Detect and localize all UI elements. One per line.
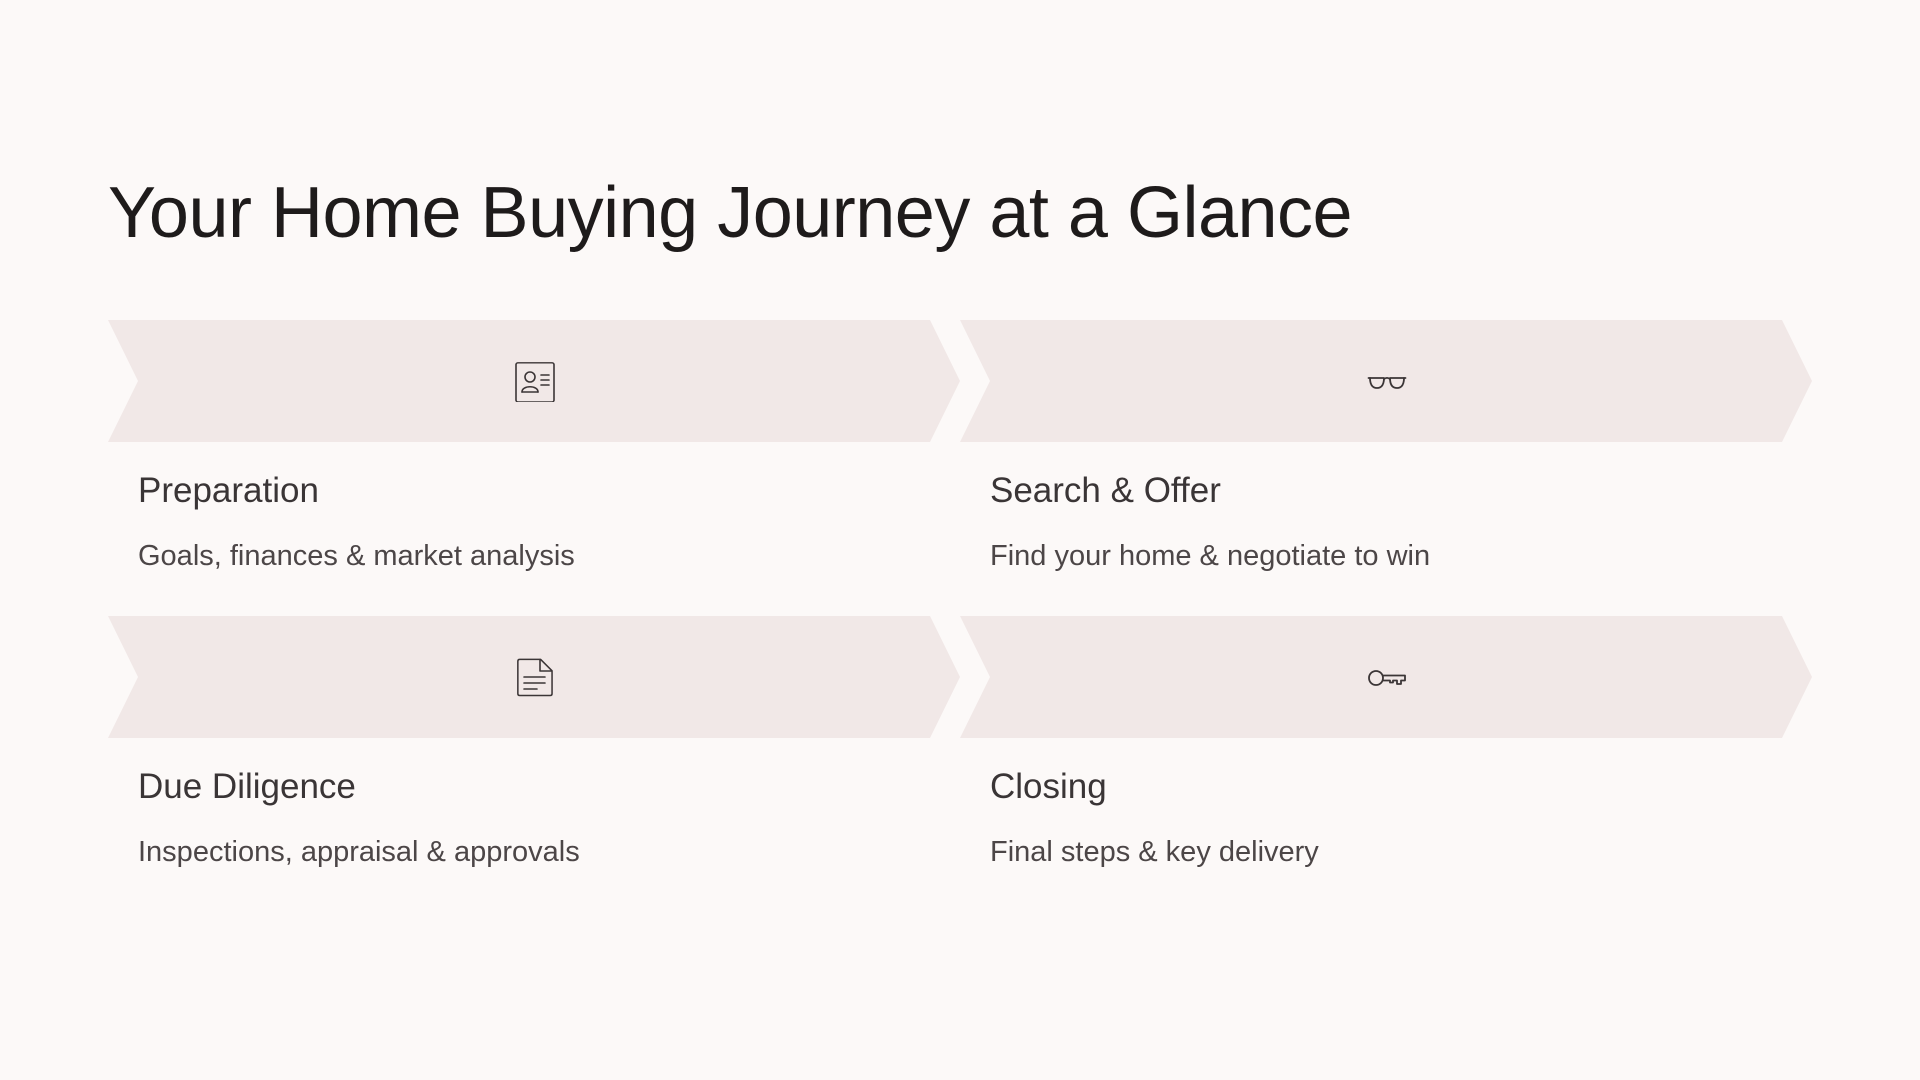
step-title: Search & Offer [990,471,1221,510]
document-icon [515,658,555,698]
chevron-banner [960,320,1812,442]
page-title: Your Home Buying Journey at a Glance [108,173,1353,253]
chevron-banner [960,616,1812,738]
step-title: Preparation [138,471,319,510]
key-icon [1367,658,1407,698]
step-description: Inspections, appraisal & approvals [138,836,580,868]
step-title: Due Diligence [138,767,356,806]
step-description: Final steps & key delivery [990,836,1319,868]
step-title: Closing [990,767,1107,806]
step-search-offer: Search & Offer Find your home & negotiat… [960,320,1812,580]
glasses-icon [1367,362,1407,402]
step-closing: Closing Final steps & key delivery [960,616,1812,876]
step-due-diligence: Due Diligence Inspections, appraisal & a… [108,616,960,876]
contact-card-icon [515,362,555,402]
step-preparation: Preparation Goals, finances & market ana… [108,320,960,580]
step-description: Goals, finances & market analysis [138,540,575,572]
step-description: Find your home & negotiate to win [990,540,1431,572]
